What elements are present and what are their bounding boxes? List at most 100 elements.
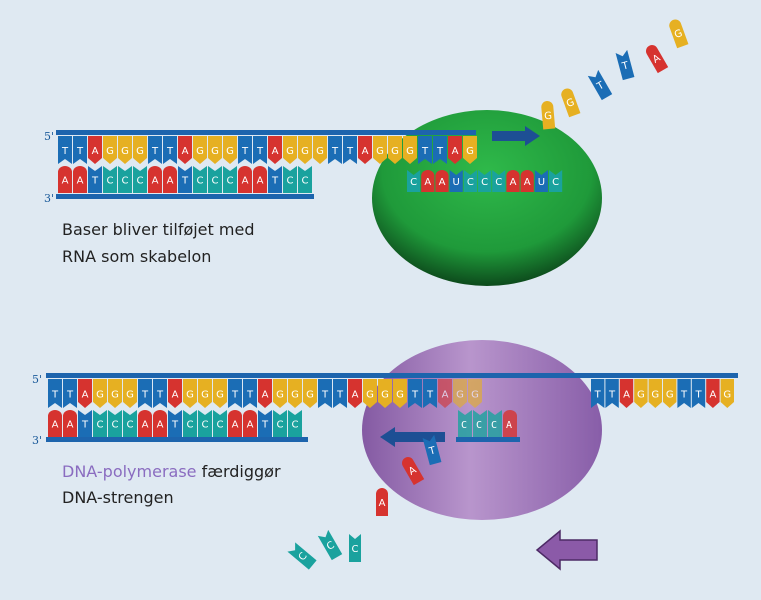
nucleotide-G: G — [663, 379, 677, 408]
five-prime-label: 5' — [44, 130, 54, 143]
nucleotide-A: A — [48, 410, 62, 437]
nucleotide-letter: A — [407, 465, 419, 478]
caption-top-line1: Baser bliver tilføjet med — [62, 220, 254, 239]
nucleotide-T: T — [88, 166, 102, 193]
nucleotide-letter: T — [81, 420, 89, 431]
nucleotide-G: G — [388, 136, 402, 164]
nucleotide-letter: T — [261, 420, 269, 431]
nucleotide-letter: T — [231, 390, 239, 401]
nucleotide-G: G — [273, 379, 287, 408]
nucleotide-letter: G — [136, 146, 144, 157]
nucleotide-C: C — [407, 170, 421, 192]
nucleotide-letter: C — [112, 420, 119, 431]
nucleotide-T: T — [253, 136, 267, 164]
nucleotide-letter: A — [709, 390, 716, 401]
nucleotide-G: G — [133, 136, 147, 164]
nucleotide-G: G — [634, 379, 648, 408]
nucleotide-letter: A — [524, 177, 531, 188]
nucleotide-A: A — [435, 170, 449, 192]
nucleotide-letter: A — [232, 420, 239, 431]
five-prime-label: 5' — [32, 373, 42, 386]
nucleotide-T: T — [408, 379, 422, 408]
nucleotide-A: A — [88, 136, 102, 164]
nucleotide-C: C — [93, 410, 107, 437]
nucleotide-A: A — [258, 379, 272, 408]
nucleotide-letter: G — [106, 146, 114, 157]
nucleotide-letter: A — [257, 176, 264, 187]
nucleotide-T: T — [691, 379, 706, 408]
nucleotide-letter: U — [453, 177, 460, 188]
nucleotide-C: C — [317, 529, 343, 561]
nucleotide-G: G — [393, 379, 407, 408]
nucleotide-letter: C — [197, 176, 204, 187]
nucleotide-letter: A — [379, 498, 386, 509]
nucleotide-C: C — [108, 410, 122, 437]
nucleotide-T: T — [258, 410, 272, 437]
nucleotide-letter: T — [51, 390, 59, 401]
nucleotide-letter: G — [396, 390, 404, 401]
new-strand — [458, 410, 517, 437]
nucleotide-letter: A — [172, 390, 179, 401]
nucleotide-U: U — [534, 170, 548, 192]
nucleotide-letter: T — [166, 146, 174, 157]
nucleotide-G: G — [403, 136, 417, 164]
extension-arrow-icon — [492, 126, 540, 146]
nucleotide-letter: G — [216, 390, 224, 401]
nucleotide-letter: T — [61, 146, 69, 157]
nucleotide-letter: C — [325, 540, 337, 553]
nucleotide-letter: T — [680, 390, 688, 401]
bottom-backbone — [56, 194, 314, 199]
nucleotide-letter: A — [262, 390, 269, 401]
nucleotide-T: T — [63, 379, 77, 408]
nucleotide-letter: T — [336, 390, 344, 401]
nucleotide-T: T — [228, 379, 242, 408]
nucleotide-A: A — [520, 170, 534, 192]
nucleotide-A: A — [78, 379, 92, 408]
nucleotide-letter: C — [227, 176, 234, 187]
nucleotide-letter: T — [76, 146, 84, 157]
nucleotide-letter: A — [439, 177, 446, 188]
nucleotide-letter: A — [442, 390, 449, 401]
nucleotide-letter: G — [306, 390, 314, 401]
nucleotide-letter: G — [316, 146, 324, 157]
nucleotide-letter: G — [391, 146, 399, 157]
nucleotide-G: G — [288, 379, 302, 408]
nucleotide-G: G — [213, 379, 227, 408]
nucleotide-C: C — [298, 166, 312, 193]
top-backbone — [56, 130, 476, 135]
nucleotide-letter: G — [276, 390, 284, 401]
nucleotide-letter: G — [466, 146, 474, 157]
nucleotide-T: T — [605, 379, 619, 408]
nucleotide-G: G — [541, 101, 556, 130]
nucleotide-letter: C — [122, 176, 129, 187]
nucleotide-A: A — [421, 170, 435, 192]
nucleotide-letter: T — [426, 390, 434, 401]
nucleotide-letter: T — [156, 390, 164, 401]
nucleotide-T: T — [58, 136, 72, 164]
nucleotide-T: T — [168, 410, 182, 437]
nucleotide-G: G — [453, 379, 467, 408]
nucleotide-letter: T — [694, 390, 702, 401]
nucleotide-letter: G — [126, 390, 134, 401]
nucleotide-letter: A — [82, 390, 89, 401]
nucleotide-G: G — [363, 379, 377, 408]
nucleotide-T: T — [243, 379, 257, 408]
nucleotide-A: A — [178, 136, 192, 164]
nucleotide-G: G — [283, 136, 297, 164]
nucleotide-C: C — [183, 410, 197, 437]
nucleotide-A: A — [238, 166, 252, 193]
nucleotide-letter: T — [346, 146, 354, 157]
nucleotide-letter: C — [277, 420, 284, 431]
nucleotide-C: C — [463, 170, 477, 192]
nucleotide-letter: C — [137, 176, 144, 187]
nucleotide-A: A — [228, 410, 242, 437]
nucleotide-letter: A — [167, 176, 174, 187]
nucleotide-letter: A — [157, 420, 164, 431]
caption-rest: færdiggør — [197, 462, 281, 481]
nucleotide-T: T — [268, 166, 282, 193]
nucleotide-G: G — [208, 136, 222, 164]
nucleotide-C — [458, 410, 472, 437]
